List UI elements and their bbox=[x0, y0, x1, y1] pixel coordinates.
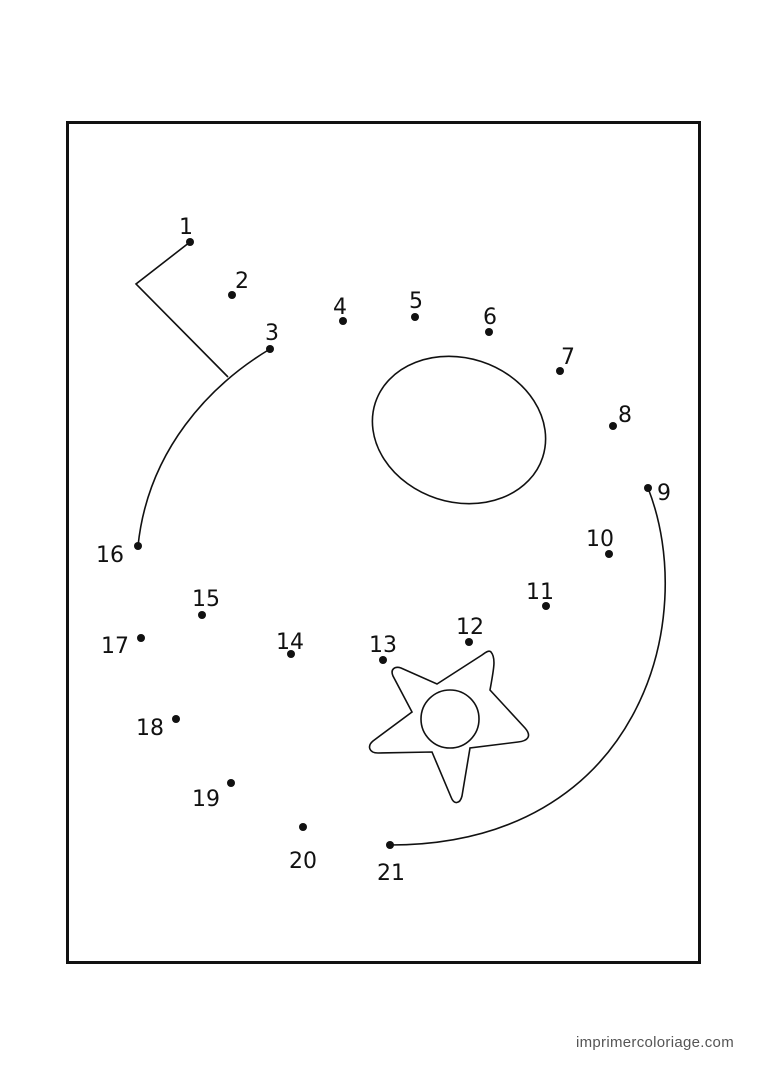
left-arc bbox=[137, 348, 271, 547]
dot-7 bbox=[556, 367, 564, 375]
dot-label-12: 12 bbox=[456, 615, 484, 640]
dot-3 bbox=[266, 345, 274, 353]
dot-20 bbox=[299, 823, 307, 831]
dot-label-20: 20 bbox=[289, 849, 317, 874]
dot-8 bbox=[609, 422, 617, 430]
dot-label-3: 3 bbox=[265, 321, 279, 346]
window-ellipse bbox=[371, 355, 547, 505]
dot-label-9: 9 bbox=[657, 481, 671, 506]
dot-label-10: 10 bbox=[586, 527, 614, 552]
dot-label-21: 21 bbox=[377, 861, 405, 886]
dot-1 bbox=[186, 238, 194, 246]
dot-5 bbox=[411, 313, 419, 321]
dot-label-14: 14 bbox=[276, 630, 304, 655]
dot-label-16: 16 bbox=[96, 543, 124, 568]
dot-label-4: 4 bbox=[333, 295, 347, 320]
dot-label-5: 5 bbox=[409, 289, 423, 314]
right-arc bbox=[389, 487, 666, 846]
dot-label-19: 19 bbox=[192, 787, 220, 812]
dot-2 bbox=[228, 291, 236, 299]
dot-13 bbox=[379, 656, 387, 664]
dot-label-1: 1 bbox=[179, 215, 193, 240]
dot-label-15: 15 bbox=[192, 587, 220, 612]
site-watermark: imprimercoloriage.com bbox=[575, 1034, 734, 1051]
dot-label-18: 18 bbox=[136, 716, 164, 741]
dot-15 bbox=[198, 611, 206, 619]
star-circle bbox=[420, 689, 480, 749]
dot-10 bbox=[605, 550, 613, 558]
dot-19 bbox=[227, 779, 235, 787]
dot-6 bbox=[485, 328, 493, 336]
dot-label-7: 7 bbox=[561, 345, 575, 370]
dot-label-8: 8 bbox=[618, 403, 632, 428]
dot-label-11: 11 bbox=[526, 580, 554, 605]
dot-label-17: 17 bbox=[101, 634, 129, 659]
dot-4 bbox=[339, 317, 347, 325]
dot-9 bbox=[644, 484, 652, 492]
dot-21 bbox=[386, 841, 394, 849]
dot-label-2: 2 bbox=[235, 269, 249, 294]
dot-17 bbox=[137, 634, 145, 642]
page-frame bbox=[66, 121, 701, 964]
dot-label-13: 13 bbox=[369, 633, 397, 658]
dot-14 bbox=[287, 650, 295, 658]
drawing-outlines bbox=[134, 241, 666, 846]
bracket-line bbox=[134, 241, 229, 378]
dot-12 bbox=[465, 638, 473, 646]
dot-16 bbox=[134, 542, 142, 550]
dot-18 bbox=[172, 715, 180, 723]
star-shape bbox=[368, 650, 530, 804]
dot-label-6: 6 bbox=[483, 305, 497, 330]
dot-11 bbox=[542, 602, 550, 610]
